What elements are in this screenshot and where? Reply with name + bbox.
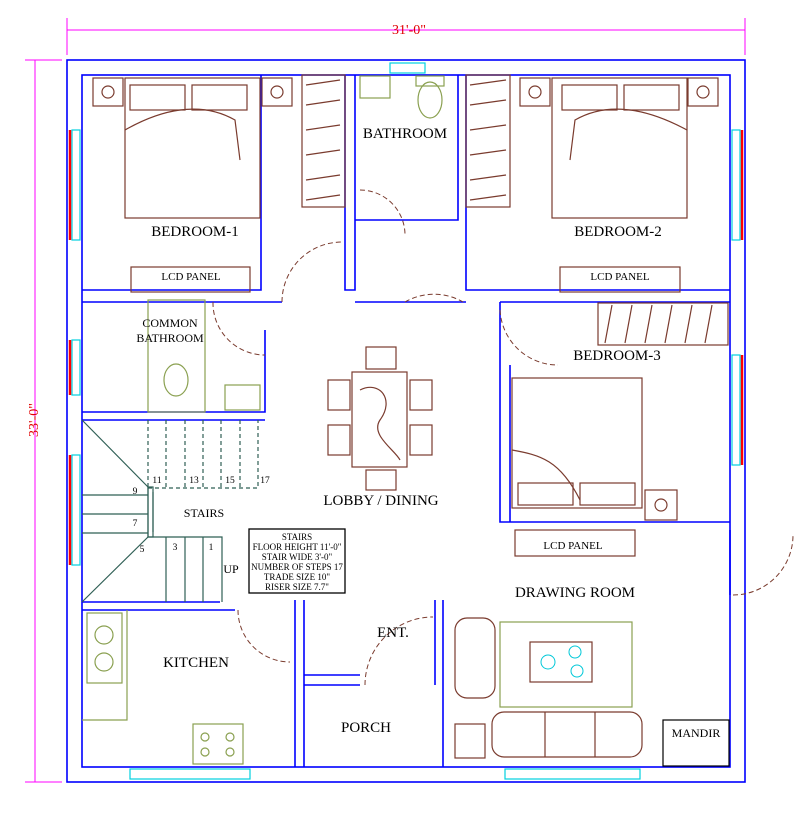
step-number: 5	[140, 545, 145, 555]
step-number: 13	[189, 476, 199, 486]
kitchen-counter	[82, 610, 244, 765]
lcd-panel-label: LCD PANEL	[590, 271, 649, 283]
room-label-mandir: MANDIR	[672, 726, 721, 740]
step-number: 15	[225, 476, 235, 486]
room-label-bathroom: BATHROOM	[363, 126, 447, 142]
room-label-bedroom-3: BEDROOM-3	[573, 348, 661, 364]
room-label-kitchen: KITCHEN	[163, 655, 229, 671]
stair-notes-box: STAIRS FLOOR HEIGHT 11'-0" STAIR WIDE 3'…	[248, 528, 346, 594]
stair-note: STAIRS	[282, 532, 312, 542]
room-label-common-bathroom-line2: BATHROOM	[136, 331, 204, 345]
room-label-bedroom-1: BEDROOM-1	[151, 224, 239, 240]
sofa-set	[454, 617, 643, 759]
room-label-drawing-room: DRAWING ROOM	[515, 585, 635, 601]
dining-table	[327, 346, 433, 491]
wardrobe-bedroom-2	[465, 74, 511, 208]
outer-walls	[66, 59, 746, 783]
dimension-height: 33'-0"	[25, 59, 62, 783]
lcd-panel-label: LCD PANEL	[161, 271, 220, 283]
lcd-panel-label: LCD PANEL	[543, 540, 602, 552]
stair-note: STAIR WIDE 3'-0"	[262, 552, 333, 562]
room-label-stairs: STAIRS	[184, 506, 224, 520]
bed-bedroom-2	[519, 77, 719, 219]
wardrobe-bedroom-1	[301, 74, 346, 208]
step-number: 9	[133, 487, 138, 497]
doors	[212, 189, 794, 686]
dimension-width: 31'-0"	[66, 18, 746, 55]
bed-bedroom-1	[92, 77, 293, 219]
stair-note: NUMBER OF STEPS 17	[251, 562, 343, 572]
room-label-bedroom-2: BEDROOM-2	[574, 224, 662, 240]
stair-note: RISER SIZE 7.7"	[265, 582, 329, 592]
windows	[68, 62, 744, 780]
mandir: MANDIR	[662, 719, 730, 767]
stair-note: TRADE SIZE 10"	[264, 572, 330, 582]
step-number: 17	[260, 476, 270, 486]
height-dimension-label: 33'-0"	[27, 403, 42, 437]
step-number: 11	[152, 476, 161, 486]
common-bathroom-fixtures	[147, 299, 261, 413]
stair-step-numbers: 1 3 5 7 9 11 13 15 17	[133, 476, 270, 555]
lcd-panel-drawing-room: LCD PANEL	[514, 529, 636, 557]
step-number: 7	[133, 519, 138, 529]
room-label-common-bathroom-line1: COMMON	[142, 316, 198, 330]
bed-bedroom-3	[511, 377, 678, 521]
room-label-porch: PORCH	[341, 720, 391, 736]
step-number: 3	[173, 543, 178, 553]
room-label-entrance: ENT.	[377, 625, 409, 641]
stair-note: FLOOR HEIGHT 11'-0"	[253, 542, 342, 552]
width-dimension-label: 31'-0"	[392, 23, 426, 38]
lcd-panel-bedroom-1: LCD PANEL	[130, 266, 251, 293]
wardrobe-bedroom-3	[597, 302, 729, 346]
stair-up-label: UP	[223, 562, 239, 576]
room-label-lobby-dining: LOBBY / DINING	[323, 493, 438, 509]
lcd-panel-bedroom-2: LCD PANEL	[559, 266, 681, 293]
staircase	[81, 419, 259, 603]
bathroom-fixtures	[359, 75, 445, 119]
step-number: 1	[209, 543, 214, 553]
